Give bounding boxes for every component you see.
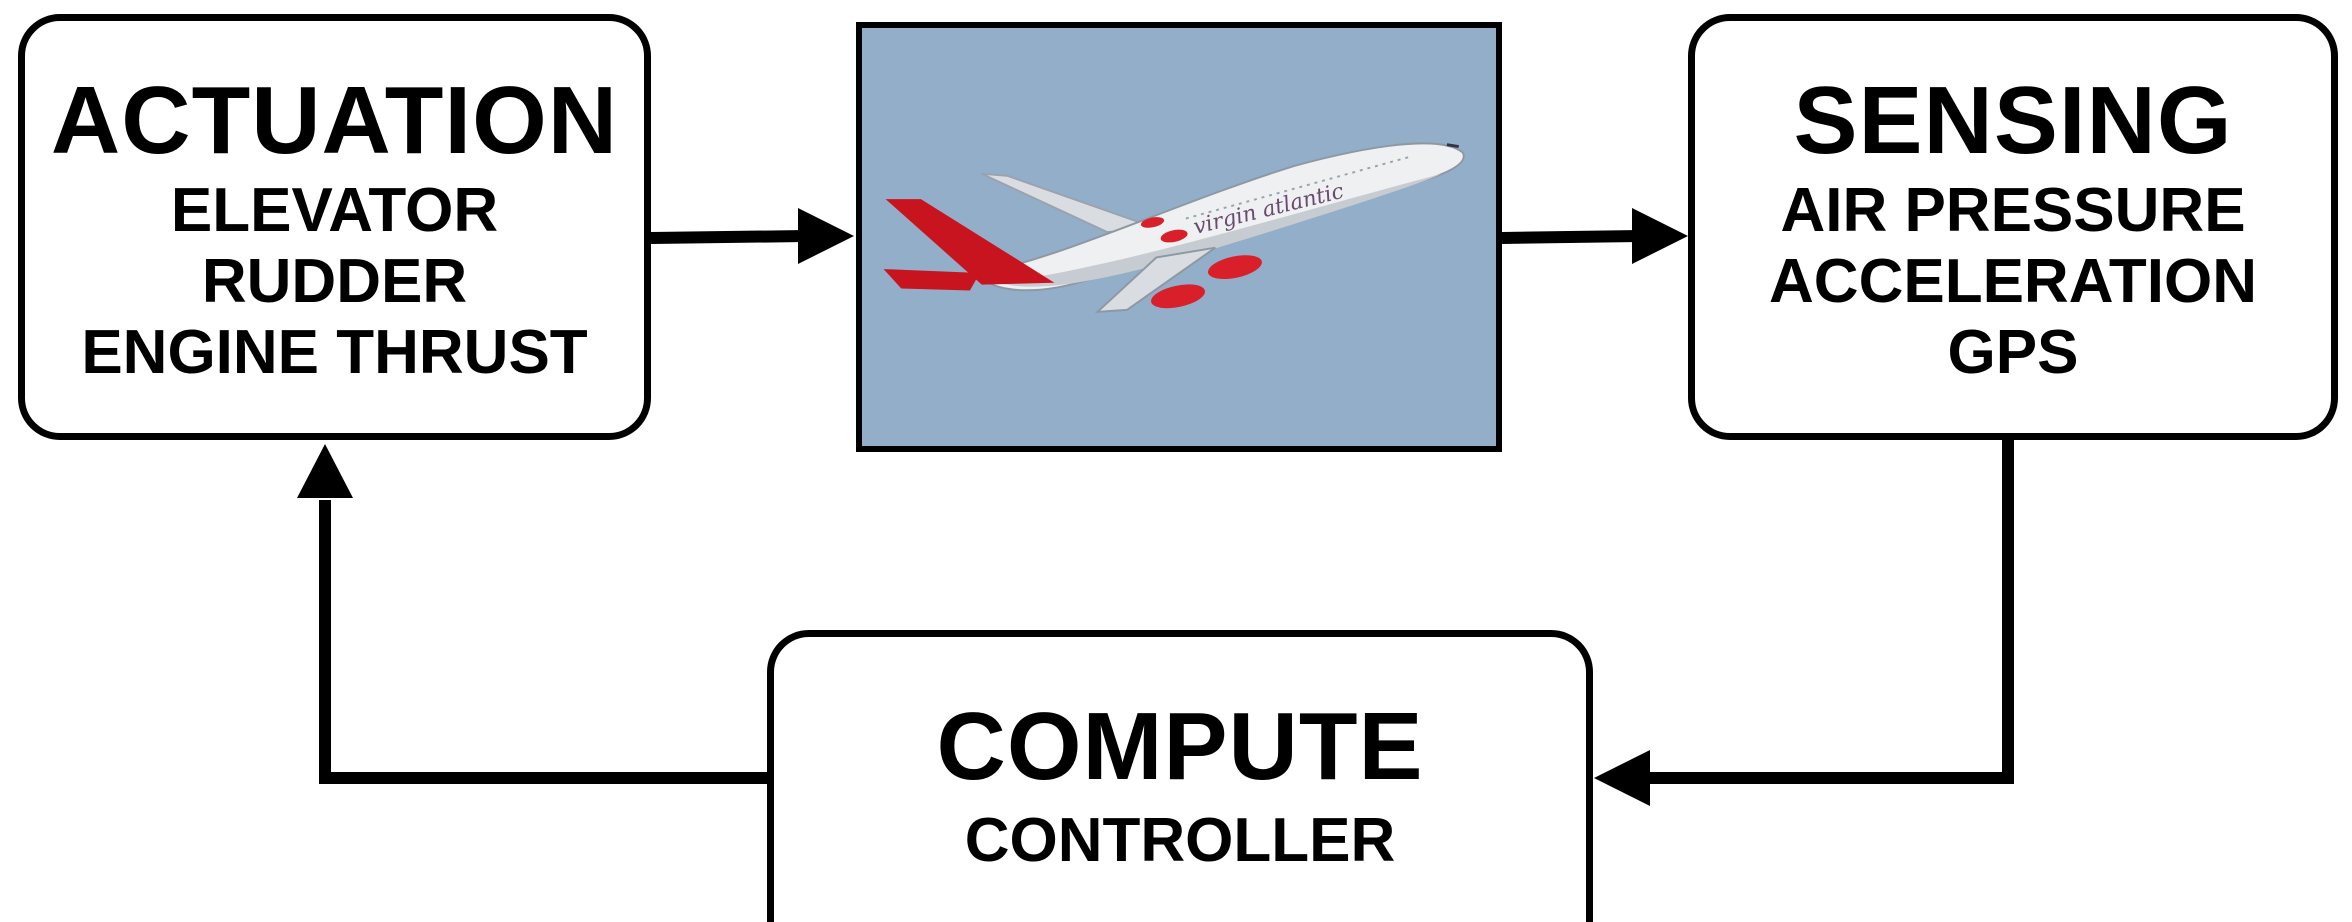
arrowhead-plant [798, 208, 854, 264]
sensing-box: SENSING AIR PRESSURE ACCELERATION GPS [1688, 14, 2338, 440]
actuation-items: ELEVATOR RUDDER ENGINE THRUST [25, 176, 644, 388]
sensing-item: ACCELERATION [1769, 247, 2257, 317]
airplane-photo: virgin atlantic [856, 22, 1502, 452]
actuation-item: ENGINE THRUST [81, 318, 588, 388]
arrow-actuation-to-plant [650, 230, 807, 244]
arrowhead-compute [1594, 750, 1650, 806]
actuation-item: RUDDER [201, 247, 468, 317]
sensing-item: GPS [1947, 318, 2079, 388]
sensing-title: SENSING [1793, 67, 2233, 174]
arrow-plant-to-sensing [1501, 230, 1641, 244]
arrow-compute-to-actuation [319, 500, 767, 784]
compute-subtitle: CONTROLLER [964, 806, 1396, 875]
sensing-item: AIR PRESSURE [1780, 176, 2246, 245]
arrowhead-actuation [297, 444, 353, 498]
compute-box: COMPUTE CONTROLLER [767, 630, 1593, 922]
compute-title: COMPUTE [936, 693, 1424, 800]
arrowhead-sensing [1632, 208, 1688, 264]
actuation-box: ACTUATION ELEVATOR RUDDER ENGINE THRUST [18, 14, 651, 440]
arrow-sensing-to-compute [1642, 440, 2014, 784]
actuation-item: ELEVATOR [170, 176, 499, 245]
sensing-items: AIR PRESSURE ACCELERATION GPS [1695, 176, 2331, 388]
actuation-title: ACTUATION [50, 67, 619, 174]
